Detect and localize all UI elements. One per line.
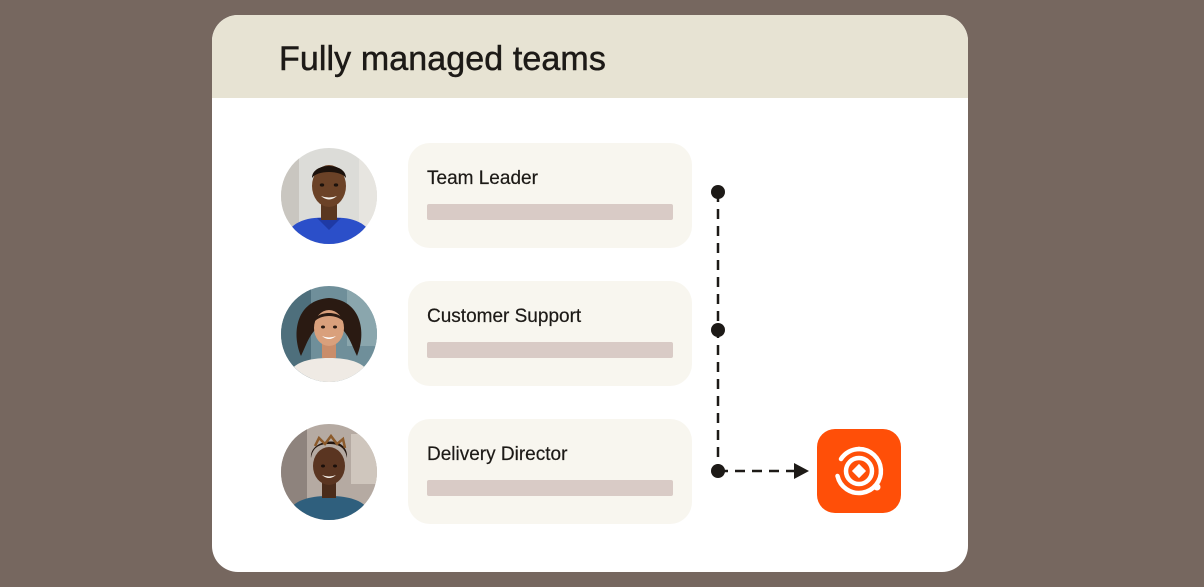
role-card: Team Leader: [408, 143, 692, 248]
role-card: Delivery Director: [408, 419, 692, 524]
orbit-target-logo-icon: [835, 446, 884, 496]
avatar: [281, 286, 377, 382]
role-title: Customer Support: [427, 306, 582, 327]
role-title: Delivery Director: [427, 444, 568, 465]
role-card: Customer Support: [408, 281, 692, 386]
team-panel: Fully managed teams Team Leader: [212, 15, 968, 572]
role-title: Team Leader: [427, 168, 538, 189]
role-placeholder-bar: [427, 480, 673, 496]
member-row-customer-support: Customer Support: [212, 281, 968, 387]
role-placeholder-bar: [427, 204, 673, 220]
member-row-team-leader: Team Leader: [212, 143, 968, 249]
panel-title: Fully managed teams: [279, 40, 606, 79]
role-placeholder-bar: [427, 342, 673, 358]
brand-logo-tile: [817, 429, 901, 513]
panel-header: Fully managed teams: [212, 15, 968, 98]
member-row-delivery-director: Delivery Director: [212, 419, 968, 525]
avatar: [281, 148, 377, 244]
avatar: [281, 424, 377, 520]
